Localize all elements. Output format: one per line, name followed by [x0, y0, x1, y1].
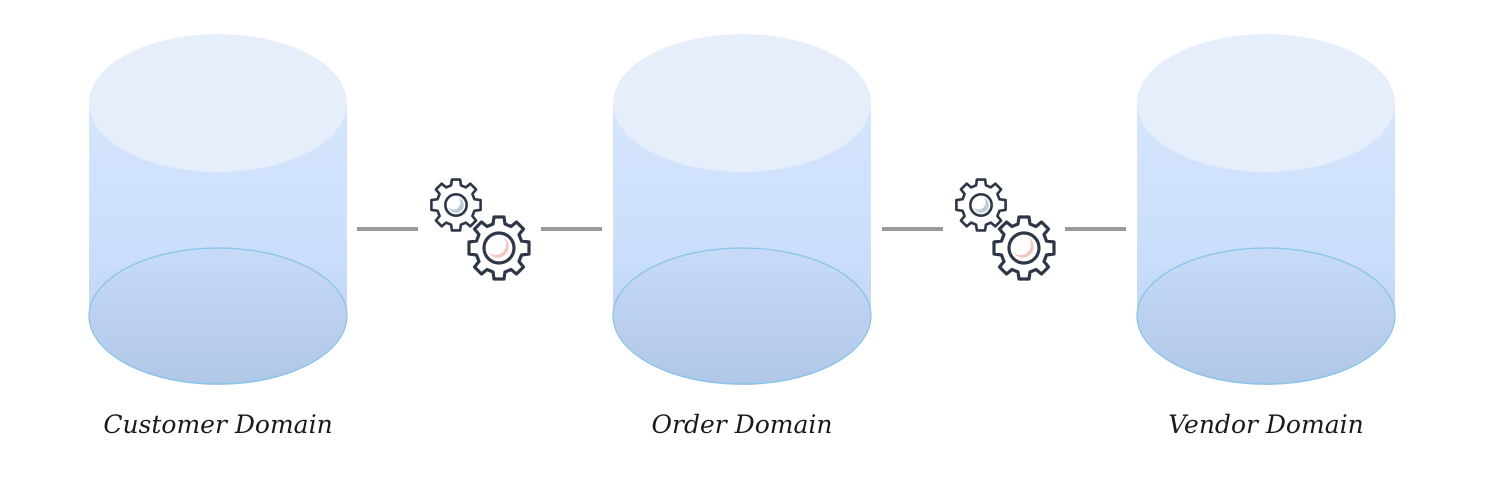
gears-icon — [430, 178, 531, 281]
gears-icon — [955, 178, 1056, 281]
order-domain-label: Order Domain — [652, 410, 833, 439]
customer-domain-label: Customer Domain — [103, 410, 332, 439]
customer-domain-database — [88, 34, 348, 385]
order-domain-database — [612, 34, 872, 385]
vendor-domain-database — [1136, 34, 1396, 385]
vendor-domain-label: Vendor Domain — [1168, 410, 1363, 439]
